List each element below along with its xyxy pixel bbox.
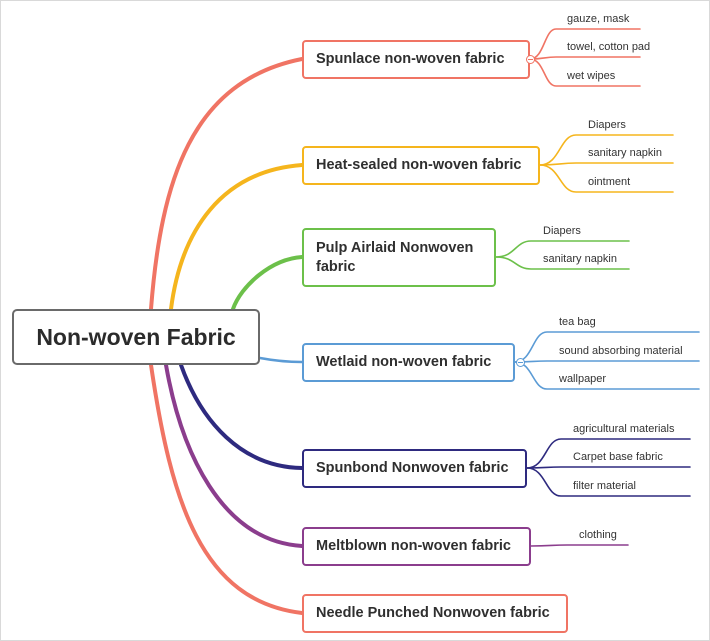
leaf-agricultural-materials[interactable]: agricultural materials: [573, 423, 675, 435]
leaf-diapers[interactable]: Diapers: [543, 225, 581, 237]
connector-root-branch: [149, 57, 304, 311]
leaf-sanitary-napkin[interactable]: sanitary napkin: [543, 253, 617, 265]
connector-branch-leaf: [530, 544, 629, 547]
leaf-filter-material[interactable]: filter material: [573, 480, 636, 492]
connector-branch-leaf: [514, 360, 700, 363]
connector-root-branch: [149, 363, 304, 615]
branch-label: Wetlaid non-woven fabric: [316, 354, 492, 370]
connector-root-branch: [164, 363, 304, 548]
branch-label: Spunlace non-woven fabric: [316, 51, 505, 67]
branch-wetlaid[interactable]: Wetlaid non-woven fabric: [302, 343, 515, 382]
leaf-wallpaper[interactable]: wallpaper: [559, 373, 607, 385]
connector-root-branch: [179, 363, 304, 470]
connector-root-branch: [169, 163, 304, 311]
branch-label: Meltblown non-woven fabric: [316, 538, 511, 554]
connector-branch-leaf: [539, 162, 674, 166]
leaf-wet-wipes[interactable]: wet wipes: [567, 70, 616, 82]
leaf-tea-bag[interactable]: tea bag: [559, 316, 596, 328]
connector-branch-leaf: [495, 240, 630, 258]
central-topic[interactable]: Non-woven Fabric: [12, 309, 260, 365]
leaf-gauze-mask[interactable]: gauze, mask: [567, 13, 630, 25]
leaf-carpet-base-fabric[interactable]: Carpet base fabric: [573, 451, 663, 463]
connector-root-branch: [231, 255, 304, 311]
branch-spunbond[interactable]: Spunbond Nonwoven fabric: [302, 449, 527, 488]
connector-branch-leaf: [529, 56, 641, 60]
collapse-toggle-icon[interactable]: [516, 358, 525, 367]
branch-label: Pulp Airlaid Nonwoven fabric: [316, 239, 474, 275]
central-topic-label: Non-woven Fabric: [36, 323, 236, 350]
collapse-toggle-icon[interactable]: [526, 55, 535, 64]
leaf-sound-absorbing-material[interactable]: sound absorbing material: [559, 345, 683, 357]
connector-branch-leaf: [526, 466, 691, 469]
connector-branch-leaf: [526, 438, 691, 469]
leaf-diapers[interactable]: Diapers: [588, 119, 626, 131]
connector-branch-leaf: [526, 467, 691, 497]
branch-label: Spunbond Nonwoven fabric: [316, 460, 509, 476]
leaf-ointment[interactable]: ointment: [588, 176, 631, 188]
connector-root-branch: [258, 356, 304, 364]
branch-meltblown[interactable]: Meltblown non-woven fabric: [302, 527, 531, 566]
branch-heat-sealed[interactable]: Heat-sealed non-woven fabric: [302, 146, 540, 185]
connector-branch-leaf: [539, 134, 674, 166]
connector-branch-leaf: [539, 164, 674, 193]
branch-spunlace[interactable]: Spunlace non-woven fabric: [302, 40, 530, 79]
connector-branch-leaf: [514, 361, 700, 390]
branch-label: Needle Punched Nonwoven fabric: [316, 605, 550, 621]
branch-label: Heat-sealed non-woven fabric: [316, 157, 522, 173]
branch-needle-punched[interactable]: Needle Punched Nonwoven fabric: [302, 594, 568, 633]
leaf-towel-cotton-pad[interactable]: towel, cotton pad: [567, 41, 651, 53]
connector-branch-leaf: [495, 256, 630, 270]
branch-pulp-airlaid[interactable]: Pulp Airlaid Nonwoven fabric: [302, 228, 496, 287]
leaf-sanitary-napkin[interactable]: sanitary napkin: [588, 147, 662, 159]
leaf-clothing[interactable]: clothing: [579, 529, 617, 541]
